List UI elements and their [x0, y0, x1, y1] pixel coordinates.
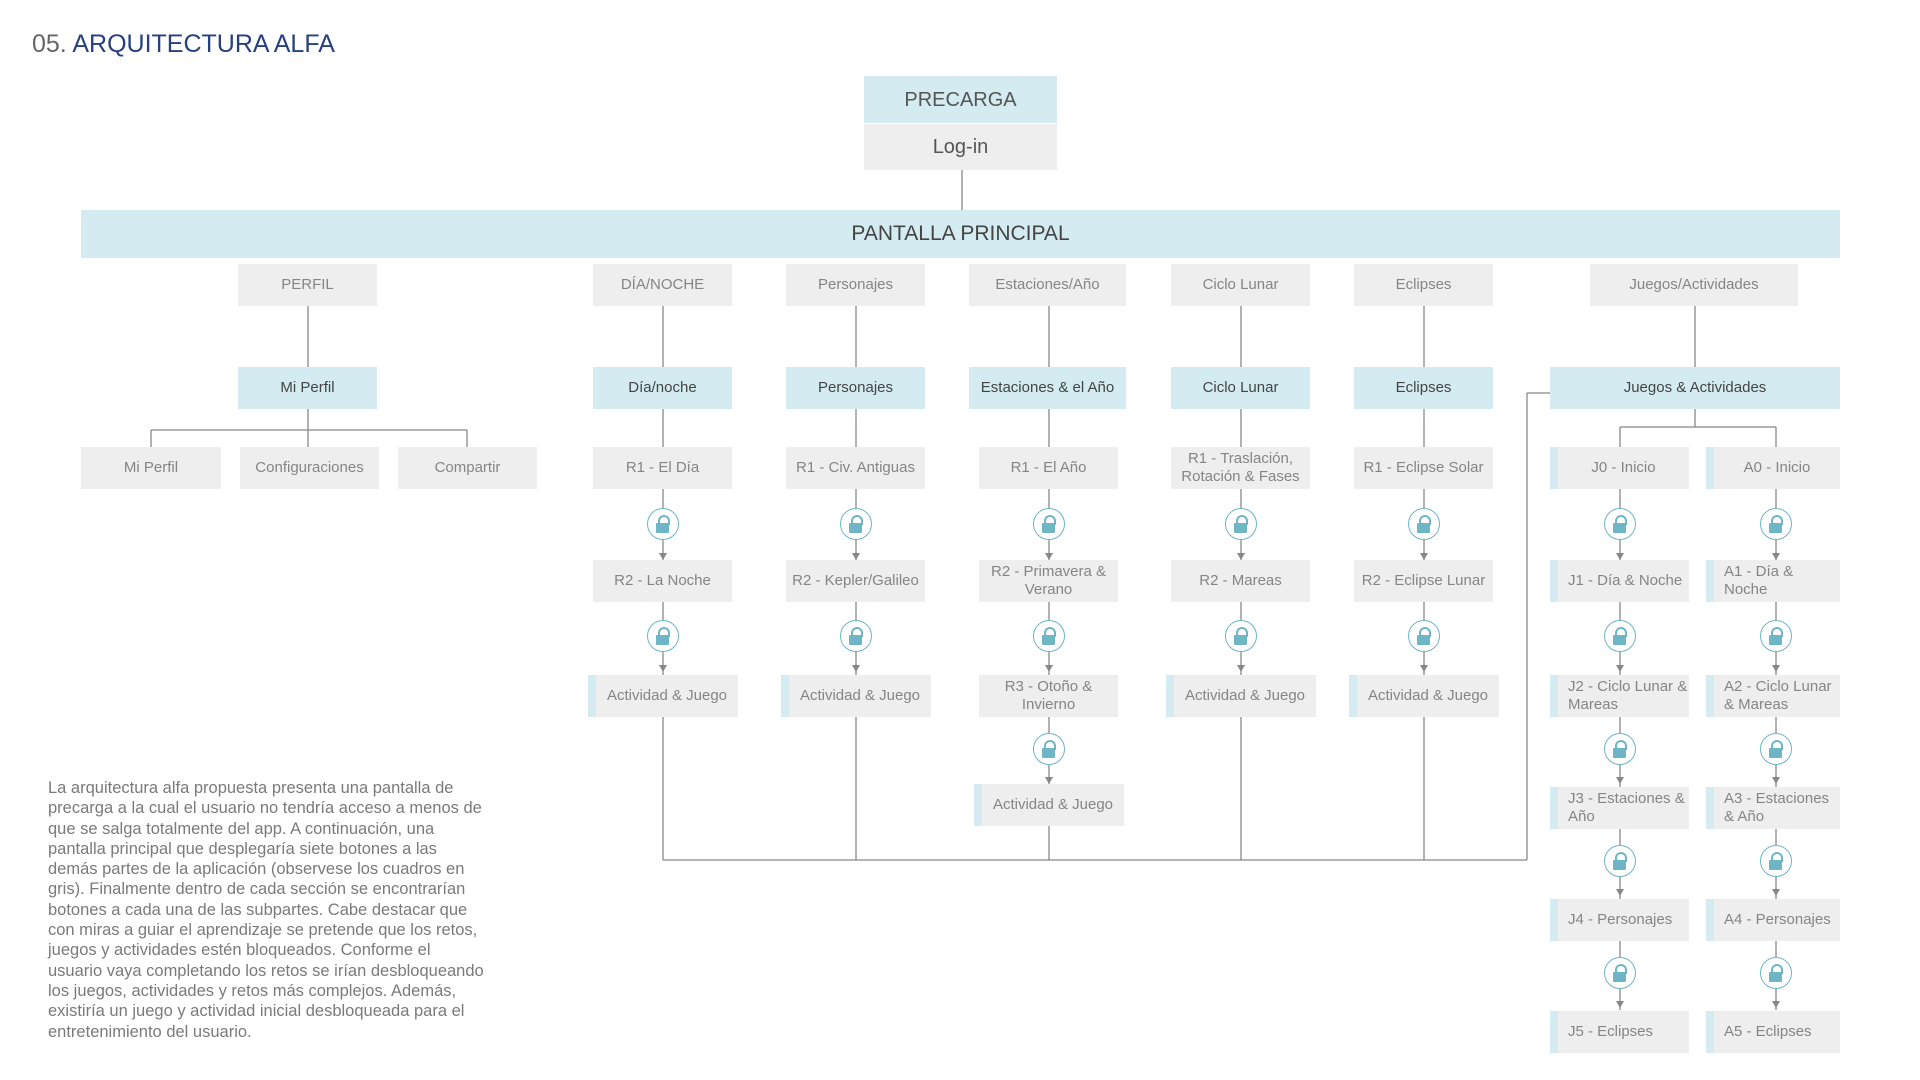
perfil-child-compartir: Compartir: [398, 447, 537, 489]
lock-icon: [1604, 620, 1636, 652]
lock-icon: [1408, 508, 1440, 540]
lock-icon: [840, 620, 872, 652]
lock-icon: [1604, 957, 1636, 989]
eclipses-r1: R1 - Eclipse Solar: [1354, 447, 1493, 489]
main-screen-node: PANTALLA PRINCIPAL: [81, 210, 1840, 258]
actividades-a0: A0 - Inicio: [1706, 447, 1840, 489]
lock-icon: [1225, 508, 1257, 540]
screen-personajes: Personajes: [786, 367, 925, 409]
lock-icon: [1604, 733, 1636, 765]
category-juegos: Juegos/Actividades: [1590, 264, 1798, 306]
screen-estaciones: Estaciones & el Año: [969, 367, 1126, 409]
lock-icon: [1408, 620, 1440, 652]
estaciones-r1: R1 - El Año: [979, 447, 1118, 489]
eclipses-r2: R2 - Eclipse Lunar: [1354, 560, 1493, 602]
actividades-a5: A5 - Eclipses: [1706, 1011, 1840, 1053]
lock-icon: [1760, 957, 1792, 989]
title-text: ARQUITECTURA ALFA: [72, 30, 335, 58]
actividades-a4: A4 - Personajes: [1706, 899, 1840, 941]
category-perfil: PERFIL: [238, 264, 377, 306]
screen-juegos: Juegos & Actividades: [1550, 367, 1840, 409]
description-text: La arquitectura alfa propuesta presenta …: [48, 779, 484, 1041]
ciclo-r2: R2 - Mareas: [1171, 560, 1310, 602]
category-eclipses: Eclipses: [1354, 264, 1493, 306]
screen-dianoche: Día/noche: [593, 367, 732, 409]
personajes-actividad: Actividad & Juego: [781, 675, 931, 717]
estaciones-r3: R3 - Otoño & Invierno: [979, 675, 1118, 717]
juegos-j0: J0 - Inicio: [1550, 447, 1689, 489]
dianoche-r2: R2 - La Noche: [593, 560, 732, 602]
actividades-a3: A3 - Estaciones & Año: [1706, 787, 1840, 829]
lock-icon: [1033, 508, 1065, 540]
dianoche-actividad: Actividad & Juego: [588, 675, 738, 717]
page-title: 05. ARQUITECTURA ALFA: [32, 30, 335, 59]
screen-mi-perfil: Mi Perfil: [238, 367, 377, 409]
screen-ciclo-lunar: Ciclo Lunar: [1171, 367, 1310, 409]
estaciones-r2: R2 - Primavera & Verano: [979, 560, 1118, 602]
dianoche-r1: R1 - El Día: [593, 447, 732, 489]
lock-icon: [1760, 508, 1792, 540]
lock-icon: [1604, 508, 1636, 540]
lock-icon: [1760, 620, 1792, 652]
estaciones-actividad: Actividad & Juego: [974, 784, 1124, 826]
lock-icon: [647, 620, 679, 652]
juegos-j3: J3 - Estaciones & Año: [1550, 787, 1689, 829]
personajes-r1: R1 - Civ. Antiguas: [786, 447, 925, 489]
category-personajes: Personajes: [786, 264, 925, 306]
lock-icon: [1760, 845, 1792, 877]
juegos-j1: J1 - Día & Noche: [1550, 560, 1689, 602]
perfil-child-mi-perfil: Mi Perfil: [81, 447, 221, 489]
actividades-a2: A2 - Ciclo Lunar & Mareas: [1706, 675, 1840, 717]
title-number: 05.: [32, 30, 67, 58]
juegos-j4: J4 - Personajes: [1550, 899, 1689, 941]
lock-icon: [840, 508, 872, 540]
lock-icon: [1225, 620, 1257, 652]
screen-eclipses: Eclipses: [1354, 367, 1493, 409]
category-estaciones: Estaciones/Año: [969, 264, 1126, 306]
category-ciclo-lunar: Ciclo Lunar: [1171, 264, 1310, 306]
lock-icon: [1604, 845, 1636, 877]
category-dianoche: DÍA/NOCHE: [593, 264, 732, 306]
juegos-j5: J5 - Eclipses: [1550, 1011, 1689, 1053]
precarga-node: PRECARGA: [864, 76, 1057, 123]
lock-icon: [1033, 620, 1065, 652]
personajes-r2: R2 - Kepler/Galileo: [786, 560, 925, 602]
lock-icon: [1760, 733, 1792, 765]
perfil-child-configuraciones: Configuraciones: [240, 447, 379, 489]
ciclo-r1: R1 - Traslación, Rotación & Fases: [1171, 447, 1310, 489]
lock-icon: [1033, 733, 1065, 765]
login-node: Log-in: [864, 124, 1057, 170]
ciclo-actividad: Actividad & Juego: [1166, 675, 1316, 717]
actividades-a1: A1 - Día & Noche: [1706, 560, 1840, 602]
eclipses-actividad: Actividad & Juego: [1349, 675, 1499, 717]
lock-icon: [647, 508, 679, 540]
juegos-j2: J2 - Ciclo Lunar & Mareas: [1550, 675, 1689, 717]
